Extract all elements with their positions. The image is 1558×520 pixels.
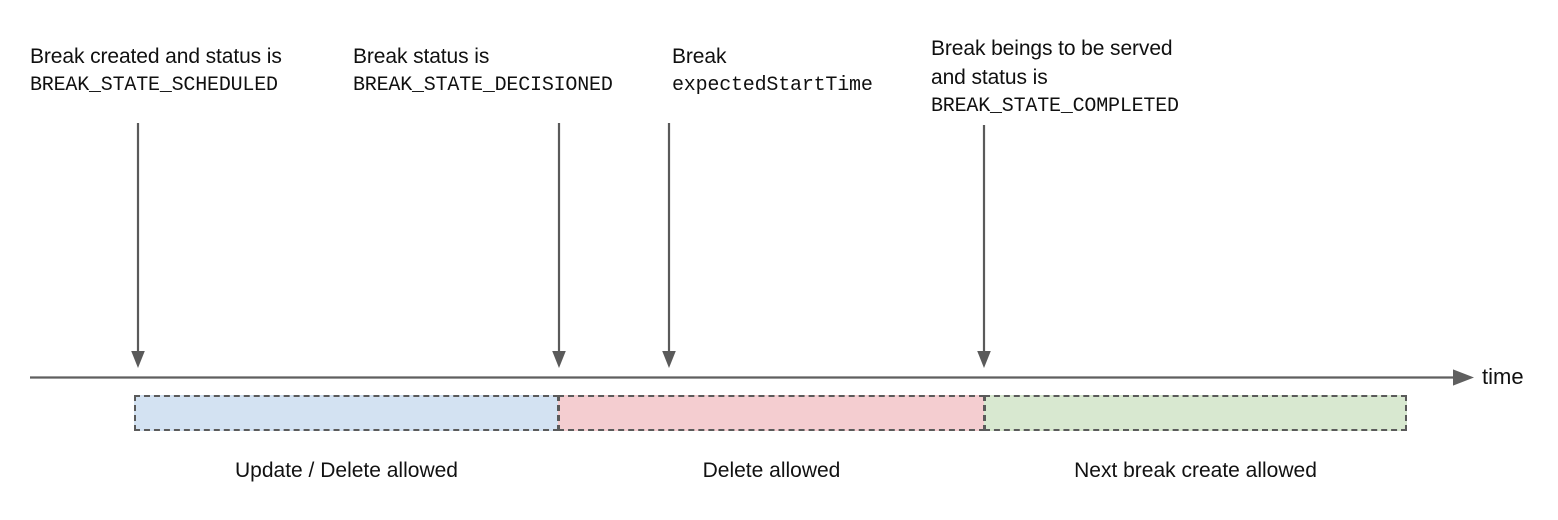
annotation-decisioned-line-2: BREAK_STATE_DECISIONED xyxy=(353,74,613,97)
marker-arrow-expected-start-time-icon xyxy=(660,123,678,369)
annotation-scheduled-line-2: BREAK_STATE_SCHEDULED xyxy=(30,74,278,97)
phase-bar-decisioned xyxy=(558,395,985,431)
annotation-break-scheduled: Break created and status is BREAK_STATE_… xyxy=(30,42,282,100)
annotation-completed-line-2: and status is xyxy=(931,66,1048,89)
annotation-completed-line-1: Break beings to be served xyxy=(931,37,1173,60)
marker-arrow-decisioned-icon xyxy=(550,123,568,369)
annotation-decisioned-line-1: Break status is xyxy=(353,45,490,68)
phase-caption-update-delete-allowed: Update / Delete allowed xyxy=(235,459,458,482)
phase-caption-delete-allowed: Delete allowed xyxy=(702,459,841,482)
annotation-break-expected-start-time: Break expectedStartTime xyxy=(672,42,873,100)
marker-arrow-scheduled-icon xyxy=(129,123,147,369)
time-axis-label: time xyxy=(1482,364,1524,389)
time-axis-arrow-icon xyxy=(30,366,1475,390)
annotation-break-completed: Break beings to be served and status is … xyxy=(931,34,1179,121)
annotation-expected-start-line-1: Break xyxy=(672,45,727,68)
annotation-break-decisioned: Break status is BREAK_STATE_DECISIONED xyxy=(353,42,613,100)
annotation-scheduled-line-1: Break created and status is xyxy=(30,45,282,68)
annotation-completed-line-3: BREAK_STATE_COMPLETED xyxy=(931,95,1179,118)
phase-bar-completed xyxy=(984,395,1407,431)
phase-caption-next-break-create-allowed: Next break create allowed xyxy=(1074,459,1317,482)
phase-bar-scheduled xyxy=(134,395,559,431)
annotation-expected-start-line-2: expectedStartTime xyxy=(672,74,873,97)
marker-arrow-completed-icon xyxy=(975,125,993,369)
